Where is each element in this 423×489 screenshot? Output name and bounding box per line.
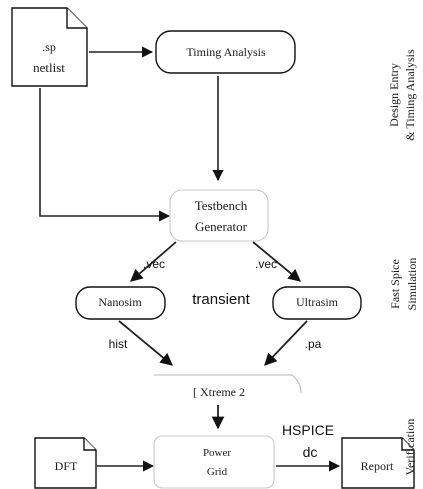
report-label: Report: [361, 459, 394, 473]
arrow-ultrasim-to-xtreme: [264, 320, 308, 366]
ultrasim-node: Ultrasim: [272, 286, 362, 320]
xtreme2-label: [ Xtreme 2: [193, 385, 245, 399]
edge-label-dc: dc: [303, 444, 318, 460]
edge-label-hist: hist: [109, 337, 128, 351]
timing-analysis-node: Timing Analysis: [155, 30, 296, 74]
power-grid-line1: Power: [203, 447, 231, 459]
edge-label-pa: .pa: [305, 337, 322, 351]
dft-label: DFT: [55, 459, 78, 473]
nanosim-node: Nanosim: [75, 286, 166, 320]
sp-netlist-node: .sp netlist: [11, 7, 88, 87]
sp-netlist-line2: netlist: [33, 60, 65, 75]
dft-node: DFT: [34, 437, 97, 489]
edge-label-vec-left: .vec: [143, 257, 165, 271]
testbench-generator-node: Testbench Generator: [169, 189, 269, 242]
section-label-fast-spice-line2: Simulation: [405, 258, 419, 311]
timing-analysis-label: Timing Analysis: [186, 45, 266, 59]
arrow-testbench-to-nanosim: [130, 241, 177, 282]
ultrasim-label: Ultrasim: [296, 295, 339, 309]
testbench-generator-line2: Generator: [195, 219, 248, 234]
edge-label-hspice: HSPICE: [282, 422, 334, 438]
nanosim-label: Nanosim: [98, 295, 142, 309]
arrow-testbench-to-ultrasim: [252, 241, 301, 282]
arrow-netlist-to-testbench: [39, 88, 171, 222]
power-grid-node: Power Grid: [153, 435, 275, 489]
arrow-nanosim-to-xtreme: [118, 320, 173, 366]
section-label-design-entry-line2: & Timing Analysis: [403, 49, 417, 141]
power-grid-line2: Grid: [207, 466, 228, 478]
section-label-verification: Verification: [403, 419, 417, 476]
xtreme2-node: [ Xtreme 2: [154, 374, 302, 399]
edge-label-transient: transient: [192, 291, 250, 308]
report-node: Report: [341, 437, 415, 489]
sp-netlist-line1: .sp: [42, 40, 56, 54]
testbench-generator-line1: Testbench: [195, 198, 248, 213]
edge-label-vec-right: .vec: [255, 257, 277, 271]
section-label-design-entry-line1: Design Entry: [387, 63, 401, 127]
section-label-fast-spice-line1: Fast Spice: [388, 259, 402, 309]
